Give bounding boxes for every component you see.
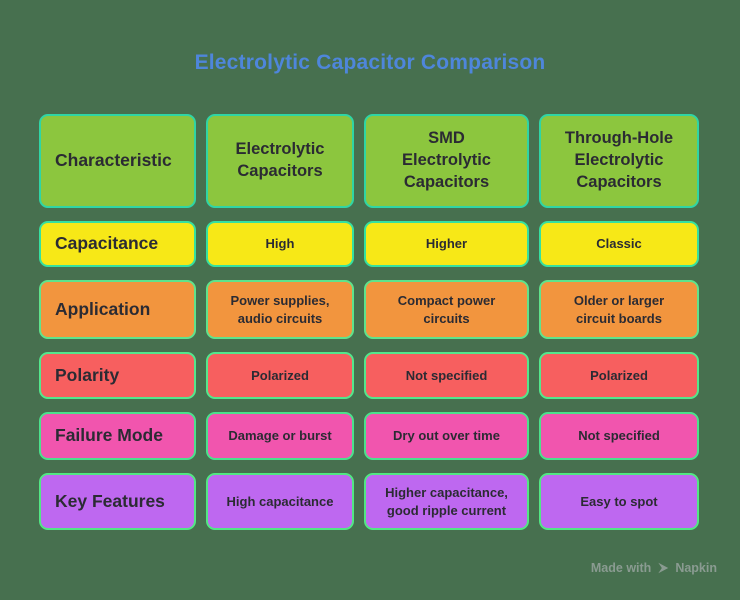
row-label-capacitance: Capacitance [39,221,196,267]
watermark-brand-label: Napkin [675,561,717,575]
data-cell: High [206,221,354,267]
data-cell: Not specified [364,352,529,399]
data-cell: Polarized [206,352,354,399]
data-cell: Polarized [539,352,699,399]
data-cell: Compact power circuits [364,280,529,339]
data-cell: High capacitance [206,473,354,530]
data-cell: Classic [539,221,699,267]
data-cell: Higher [364,221,529,267]
napkin-watermark[interactable]: Made with Napkin [591,561,717,575]
data-cell: Not specified [539,412,699,460]
row-label-key-features: Key Features [39,473,196,530]
header-cell-smd-electrolytic: SMD Electrolytic Capacitors [364,114,529,208]
watermark-made-with-label: Made with [590,561,652,575]
page-title: Electrolytic Capacitor Comparison [194,51,546,74]
data-cell: Power supplies, audio circuits [206,280,354,339]
napkin-logo-icon [656,561,670,575]
row-label-failure-mode: Failure Mode [39,412,196,460]
row-label-application: Application [39,280,196,339]
header-cell-characteristic: Characteristic [39,114,196,208]
header-cell-through-hole: Through-Hole Electrolytic Capacitors [539,114,699,208]
header-cell-electrolytic: Electrolytic Capacitors [206,114,354,208]
data-cell: Damage or burst [206,412,354,460]
data-cell: Higher capacitance, good ripple current [364,473,529,530]
comparison-table: Characteristic Electrolytic Capacitors S… [39,114,699,530]
data-cell: Older or larger circuit boards [539,280,699,339]
data-cell: Easy to spot [539,473,699,530]
row-label-polarity: Polarity [39,352,196,399]
data-cell: Dry out over time [364,412,529,460]
